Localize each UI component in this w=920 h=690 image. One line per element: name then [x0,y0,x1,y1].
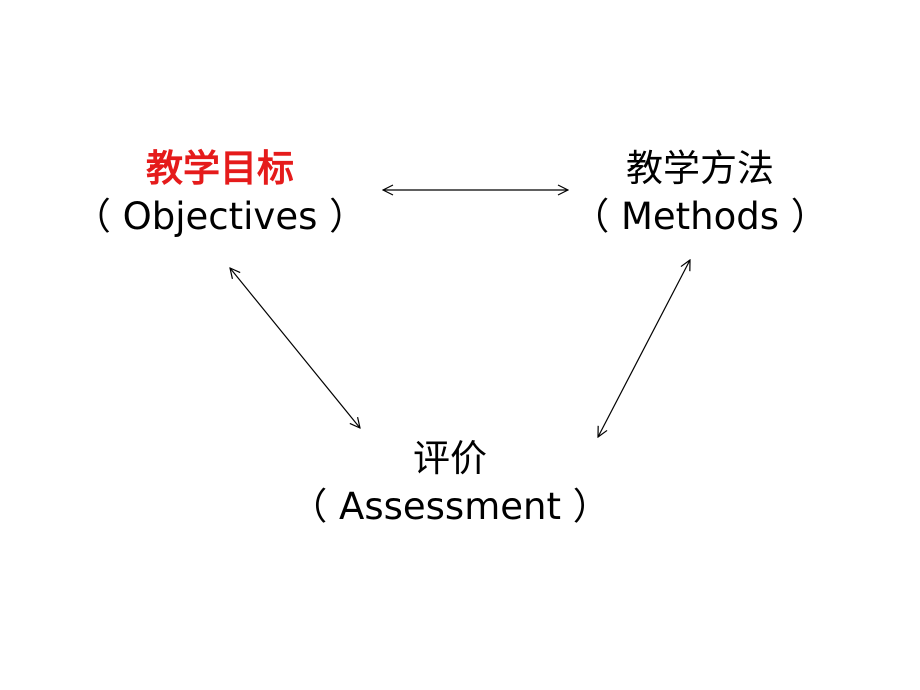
arrow-objectives-assessment [230,268,360,428]
node-assessment: 评价 （ Assessment ） [290,435,610,531]
node-methods: 教学方法 （ Methods ） [565,145,835,241]
assessment-en-label: （ Assessment ） [290,485,610,528]
node-objectives: 教学目标 （ Objectives ） [70,145,370,241]
methods-en-label: （ Methods ） [572,195,828,238]
methods-cn-label: 教学方法 [626,147,774,190]
objectives-cn-label: 教学目标 [146,147,294,190]
objectives-en-label: （ Objectives ） [73,195,367,238]
assessment-cn-label: 评价 [413,437,487,480]
arrow-methods-assessment [598,260,690,437]
